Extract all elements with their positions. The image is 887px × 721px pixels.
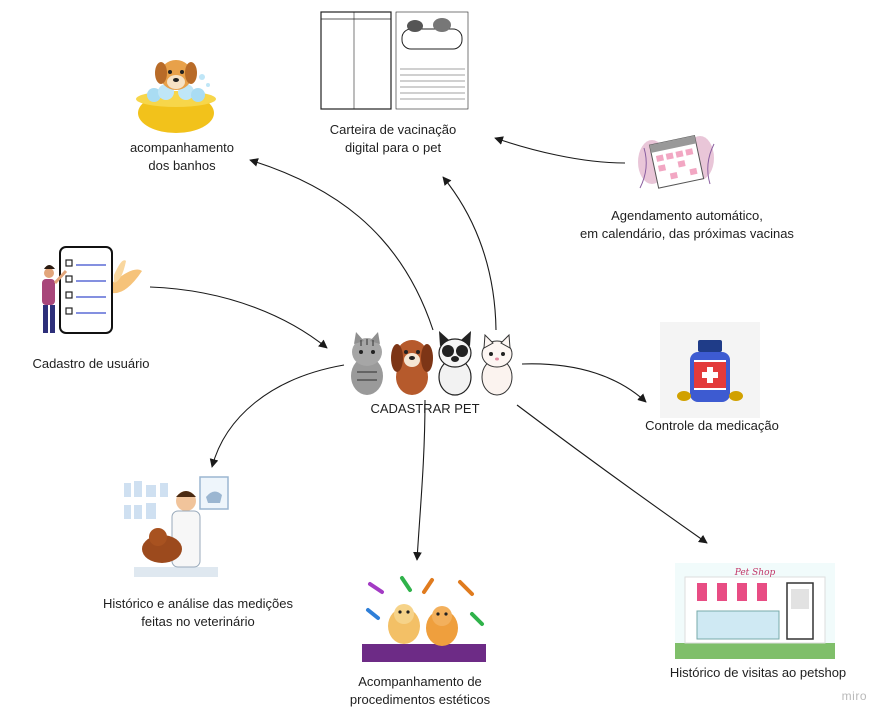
node-petshop-label: Histórico de visitas ao petshop xyxy=(669,665,847,680)
user-registration-illustration xyxy=(42,246,142,334)
calendar-illustration xyxy=(638,134,715,189)
petshop-sign-text: Pet Shop xyxy=(734,568,776,578)
arrow-center-to-esteticos xyxy=(413,399,426,561)
arrow-center-to-veterinario xyxy=(209,364,345,468)
node-vacina-label: Carteira de vacinação digital para o pet xyxy=(329,122,457,155)
node-banhos-label: acompanhamento dos banhos xyxy=(129,140,235,173)
arrow-usuario-to-center xyxy=(149,286,328,349)
center-node-label: CADASTRAR PET xyxy=(370,401,480,416)
arrow-center-to-petshop xyxy=(516,404,708,544)
medication-illustration xyxy=(660,322,760,418)
veterinarian-illustration xyxy=(124,476,229,577)
node-veterinario-label: Histórico e análise das medições feitas … xyxy=(102,596,294,629)
node-cadastro-usuario-label: Cadastro de usuário xyxy=(32,356,150,371)
arrow-center-to-vacina xyxy=(442,176,497,331)
node-agendamento-label: Agendamento automático, em calendário, d… xyxy=(580,208,794,241)
miro-watermark: miro xyxy=(841,689,867,703)
grooming-illustration xyxy=(362,574,486,662)
pets-group-illustration xyxy=(351,331,513,396)
vaccination-card-illustration xyxy=(320,11,469,110)
arrow-center-to-medicacao xyxy=(521,363,647,403)
arrow-agendamento-to-vacina xyxy=(494,136,626,164)
node-esteticos-label: Acompanhamento de procedimentos estético… xyxy=(349,674,491,707)
node-medicacao-label: Controle da medicação xyxy=(645,418,779,433)
arrow-center-to-banhos xyxy=(249,158,434,331)
petshop-illustration: Pet Shop xyxy=(675,563,835,659)
bath-dog-illustration xyxy=(136,60,216,133)
